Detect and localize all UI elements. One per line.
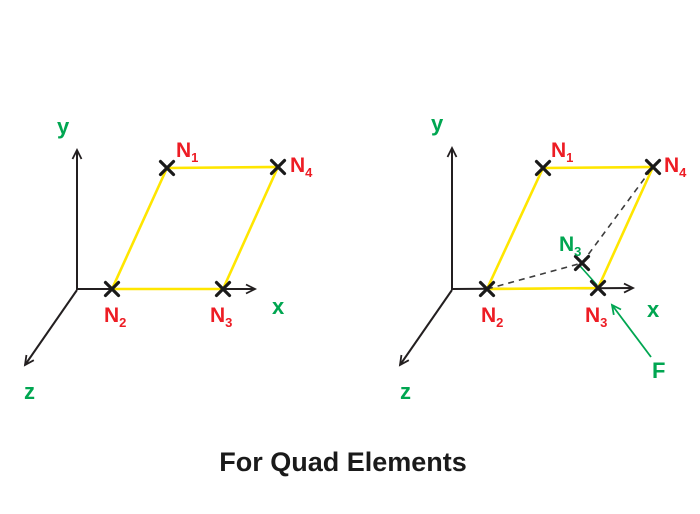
caption: For Quad Elements (219, 447, 467, 477)
dashed-edge-n2-to-displaced-n3 (486, 262, 583, 290)
dashed-edge-displaced-n3-to-n4 (581, 166, 654, 264)
left-node-label-n2: N2 (104, 304, 126, 330)
right-node-label-n4: N4 (664, 154, 687, 180)
left-z-axis-label: z (24, 379, 35, 404)
right-diagram: y x z N1 N4 N2 N3 N3 F (398, 111, 687, 404)
displaced-node-leader-line (579, 265, 598, 286)
left-y-axis-label: y (57, 114, 70, 139)
displaced-node-label-n3: N3 (559, 233, 581, 259)
right-node-label-n2: N2 (481, 304, 503, 330)
left-node-label-n4: N4 (290, 154, 313, 180)
right-z-axis (398, 289, 453, 367)
left-z-axis (23, 289, 78, 367)
left-x-axis-label: x (272, 294, 285, 319)
right-y-axis-label: y (431, 111, 444, 136)
right-quad-element-outline (484, 165, 656, 291)
force-label: F (652, 358, 665, 383)
left-quad-element-outline (109, 165, 281, 291)
right-node-label-n3: N3 (585, 304, 607, 330)
left-node-label-n1: N1 (176, 139, 198, 165)
left-diagram: y x z N1 N4 N2 N3 (23, 114, 313, 404)
right-node-label-n1: N1 (551, 139, 573, 165)
right-x-axis-label: x (647, 297, 660, 322)
right-z-axis-label: z (400, 379, 411, 404)
force-arrow (610, 303, 652, 358)
left-node-label-n3: N3 (210, 304, 232, 330)
